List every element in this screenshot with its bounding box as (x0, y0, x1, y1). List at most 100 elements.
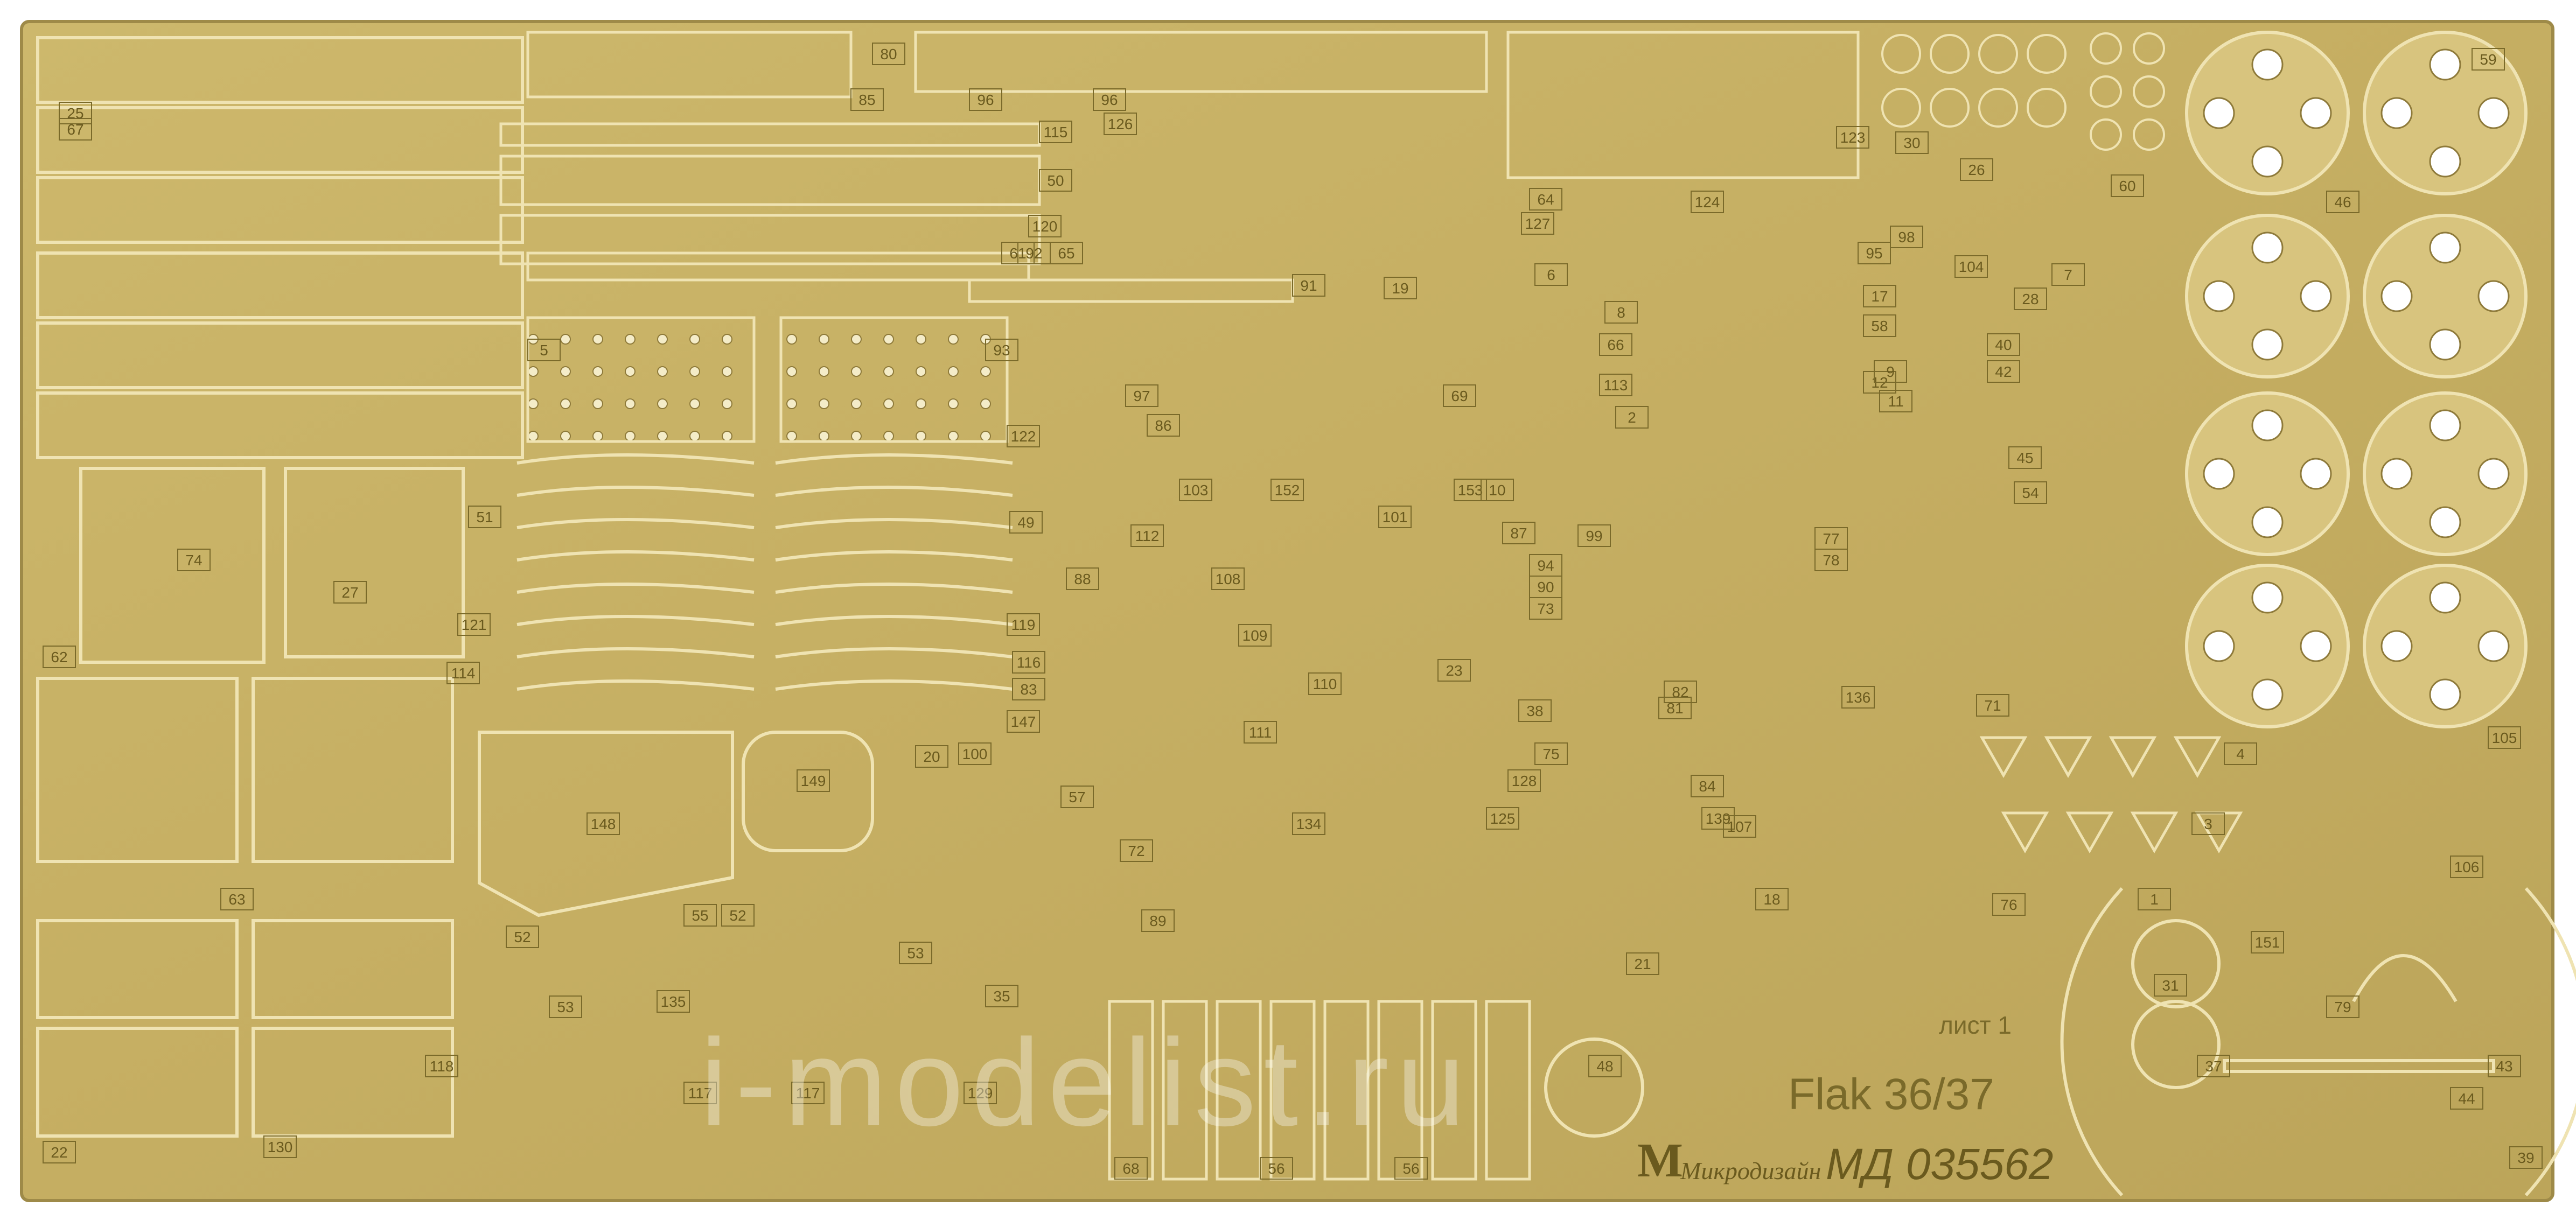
part-number-text: 53 (557, 999, 574, 1015)
part-number-text: 95 (1866, 245, 1882, 262)
part-number-text: 120 (1032, 218, 1058, 235)
part-number-26: 26 (1960, 158, 1993, 181)
part-number-54: 54 (2014, 481, 2047, 504)
part-number-text: 91 (1300, 277, 1317, 294)
part-number-text: 63 (228, 891, 245, 908)
part-number-text: 104 (1959, 258, 1984, 275)
part-number-text: 105 (2492, 730, 2517, 746)
part-number-text: 139 (1706, 810, 1731, 827)
part-number-87: 87 (1502, 522, 1535, 544)
part-number-147: 147 (1007, 710, 1040, 733)
part-number-111: 111 (1244, 721, 1277, 744)
part-number-text: 99 (1586, 528, 1602, 544)
part-number-10: 10 (1481, 479, 1514, 501)
part-number-58: 58 (1863, 314, 1896, 337)
wheel-discs (2185, 31, 2528, 728)
part-number-51: 51 (468, 506, 501, 528)
part-number-48: 48 (1588, 1055, 1622, 1077)
part-number-text: 59 (2480, 51, 2496, 68)
part-number-text: 28 (2022, 291, 2039, 307)
part-number-text: 52 (729, 907, 746, 924)
part-number-18: 18 (1755, 888, 1789, 910)
part-number-text: 7 (2064, 267, 2072, 283)
part-number-text: 73 (1537, 600, 1554, 617)
part-number-text: 56 (1402, 1160, 1419, 1177)
part-number-64: 64 (1529, 188, 1562, 211)
part-number-19: 19 (1384, 277, 1417, 299)
part-number-text: 80 (880, 46, 897, 62)
part-number-40: 40 (1987, 333, 2020, 356)
part-number-65: 65 (1050, 242, 1083, 264)
part-number-text: 89 (1149, 913, 1166, 929)
part-number-83: 83 (1012, 678, 1045, 700)
part-number-text: 153 (1458, 482, 1483, 499)
part-number-text: 149 (801, 773, 826, 789)
part-number-106: 106 (2450, 856, 2483, 878)
wheel-holes (2203, 48, 2510, 711)
part-number-text: 107 (1727, 818, 1753, 835)
part-number-153: 153 (1454, 479, 1487, 501)
part-number-text: 75 (1542, 746, 1559, 762)
part-number-text: 56 (1268, 1160, 1284, 1177)
part-number-text: 50 (1047, 172, 1064, 189)
tri-spoke-parts (1979, 736, 2243, 854)
part-number-text: 85 (858, 92, 875, 108)
part-number-129: 129 (964, 1082, 997, 1104)
part-number-53: 53 (899, 942, 932, 964)
part-number-text: 78 (1823, 552, 1839, 569)
part-number-124: 124 (1691, 191, 1724, 213)
part-number-31: 31 (2154, 974, 2187, 997)
part-number-151: 151 (2251, 931, 2284, 953)
part-number-text: 37 (2205, 1058, 2222, 1075)
part-number-text: 26 (1968, 162, 1985, 178)
part-number-text: 5 (540, 342, 548, 359)
part-number-23: 23 (1437, 659, 1471, 682)
part-number-text: 98 (1898, 229, 1915, 246)
part-number-93: 93 (985, 339, 1018, 361)
part-number-122: 122 (1007, 425, 1040, 447)
part-number-text: 39 (2517, 1149, 2534, 1166)
part-number-43: 43 (2488, 1055, 2521, 1077)
part-number-5: 5 (527, 339, 561, 361)
curved-strips (516, 453, 1013, 691)
logo-mark: M (1637, 1134, 1683, 1187)
part-number-text: 96 (977, 92, 994, 108)
part-number-text: 151 (2255, 934, 2280, 951)
part-number-21: 21 (1626, 952, 1659, 975)
part-number-117: 117 (791, 1082, 825, 1104)
part-number-text: 66 (1607, 336, 1624, 353)
part-number-text: 152 (1275, 482, 1300, 499)
part-number-52: 52 (506, 925, 539, 948)
part-number-30: 30 (1895, 131, 1929, 154)
catalog-number: МД 035562 (1826, 1140, 2053, 1189)
part-number-27: 27 (333, 581, 367, 604)
part-number-text: 135 (661, 993, 686, 1010)
part-number-39: 39 (2509, 1146, 2543, 1169)
part-number-45: 45 (2008, 446, 2042, 469)
part-number-text: 112 (1135, 528, 1160, 544)
part-number-text: 17 (1871, 288, 1888, 305)
part-number-75: 75 (1534, 742, 1568, 765)
part-number-68: 68 (1114, 1157, 1148, 1180)
part-number-77: 77 (1814, 527, 1848, 550)
part-number-139: 139 (1701, 807, 1735, 830)
part-number-text: 1 (2150, 891, 2159, 908)
part-number-136: 136 (1841, 686, 1875, 709)
part-number-text: 64 (1537, 191, 1554, 208)
part-number-text: 35 (993, 988, 1010, 1005)
part-number-4: 4 (2224, 742, 2257, 765)
part-number-text: 94 (1537, 557, 1554, 574)
part-number-text: 9 (1886, 363, 1895, 380)
part-number-37: 37 (2197, 1055, 2230, 1077)
part-number-113: 113 (1599, 374, 1632, 396)
small-round-parts (1881, 32, 2165, 151)
part-number-text: 60 (2119, 178, 2135, 194)
part-number-114: 114 (446, 662, 480, 684)
part-number-66: 66 (1599, 333, 1632, 356)
part-number-61: 61 (1001, 242, 1035, 264)
part-number-80: 80 (872, 43, 905, 65)
part-number-text: 118 (430, 1058, 454, 1075)
part-number-2: 2 (1615, 406, 1649, 429)
part-number-115: 115 (1039, 121, 1072, 143)
part-number-79: 79 (2326, 995, 2359, 1018)
